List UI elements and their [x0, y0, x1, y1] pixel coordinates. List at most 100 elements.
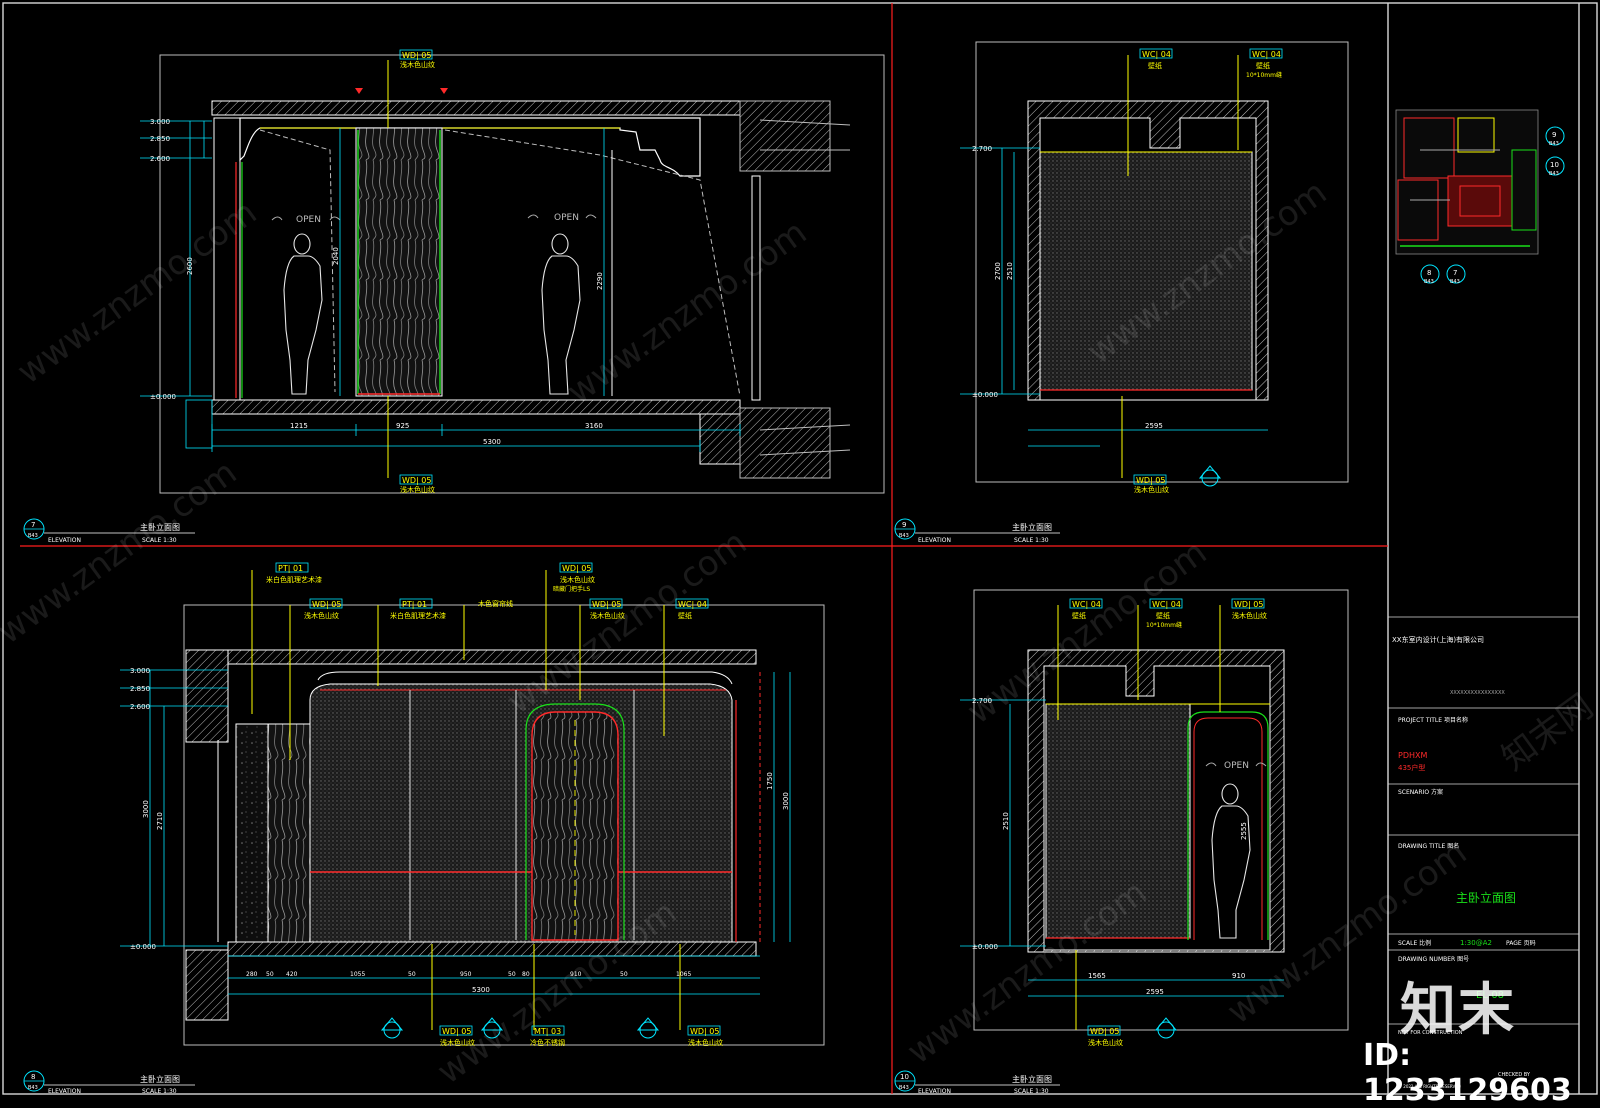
dim-8-b9: 50: [620, 971, 628, 978]
section-marker-10-icon: [1154, 1017, 1178, 1039]
wood-panel-door: [355, 127, 443, 397]
level-2700-p10: 2.700: [972, 697, 992, 705]
panel-8-label: ELEVATION: [48, 1088, 81, 1095]
arched-door-green: [525, 703, 625, 940]
tag-wd05-8e: WD| 05: [690, 1027, 720, 1036]
tag-wc04-10b-desc: 壁纸: [1156, 611, 1170, 620]
page-label: PAGE 页码: [1506, 939, 1536, 947]
wallpaper-field-10: [1045, 703, 1191, 939]
human-figure-left-icon: [283, 233, 323, 395]
panel-9-label: ELEVATION: [918, 537, 951, 544]
panel-7-title: 主卧立面图: [140, 522, 180, 532]
section-flag-icons: [355, 88, 448, 94]
dim-height: 2600: [186, 257, 194, 275]
window-section-top: [739, 100, 851, 172]
elevation-panel-10: OPEN 2.700 ±0.000 2510 2555 1565 910 259…: [894, 589, 1349, 1095]
drawing-number-label: DRAWING NUMBER 图号: [1398, 956, 1469, 963]
tag-box-bottom: [399, 474, 433, 485]
tag-pt01-a: PT| 01: [278, 564, 303, 573]
level-2700: 2.700: [972, 145, 992, 153]
level-2850: 2.850: [150, 135, 170, 143]
dim-bottom-2: 925: [396, 422, 409, 430]
section-markers-8-icon: [380, 1017, 660, 1039]
level-marks-8: 3.000 2.850 2.600 ±0.000: [120, 667, 228, 951]
window-frame: [751, 175, 761, 401]
dim-8-right-1: 1750: [766, 772, 774, 790]
panel-dividers: [20, 3, 1388, 1094]
tag-wd05-8c: WD| 05: [592, 600, 622, 609]
ceiling-slab-8: [227, 649, 757, 665]
drawing-title-label: DRAWING TITLE 图名: [1398, 842, 1459, 850]
dim-8-b0: 280: [246, 971, 258, 978]
vertical-dims-8: [149, 670, 791, 946]
tag-wc04-9b-desc: 壁纸: [1256, 61, 1270, 70]
drawing-title: 主卧立面图: [1456, 890, 1516, 905]
dim-10-total: 2595: [1146, 988, 1164, 996]
tag-door-note: 暗藏门把手LS: [553, 585, 590, 593]
panel-9-frame: [975, 41, 1349, 483]
dim-8-b3: 1055: [350, 971, 365, 978]
tag-wd05-9c: WD| 05: [1136, 476, 1166, 485]
project-name: PDHXM: [1398, 751, 1427, 760]
tag-box-top: [399, 49, 433, 60]
panel-10-ref: B43: [899, 1085, 909, 1091]
dim-9-bottom: 2595: [1145, 422, 1163, 430]
tag-wd05-bottom: WD| 05: [402, 476, 432, 485]
open-label-left: OPEN: [296, 215, 321, 225]
tag-wd05-10b-desc: 浅木色山纹: [1088, 1038, 1123, 1047]
floor-slab-8: [227, 941, 757, 957]
dim-bottom-3: 3160: [585, 422, 603, 430]
tag-wc04-9a: WC| 04: [1142, 50, 1171, 59]
scale-value: 1:30@A2: [1460, 939, 1492, 947]
panel-8-title: 主卧立面图: [140, 1074, 180, 1084]
dim-8-b6: 50: [508, 971, 516, 978]
elevation-panel-8: 3.000 2.850 2.600 ±0.000 3000 2710 1750 …: [23, 562, 825, 1095]
tag-curtain: 木色窗帘线: [478, 599, 513, 608]
tag-mt03-desc: 冷色不锈钢: [530, 1038, 565, 1047]
floor-slab: [211, 399, 741, 415]
tag-box-9c: [1133, 474, 1167, 485]
window-section-8-top: [185, 649, 229, 743]
tag-wd05-10-desc: 浅木色山纹: [1232, 611, 1267, 620]
wallpaper-field: [1039, 151, 1253, 391]
open-label-10: OPEN: [1224, 761, 1249, 771]
floor-step: [699, 413, 741, 465]
dim-8-b1: 50: [266, 971, 274, 978]
dim-8-b2: 420: [286, 971, 298, 978]
level-marks-10: 2.700 ±0.000: [960, 697, 1046, 951]
tag-pt01-b: PT| 01: [402, 600, 427, 609]
panel-7-ref: B43: [28, 533, 38, 539]
tag-wd05-bottom-desc: 浅木色山纹: [400, 485, 435, 494]
tag-wd05-8b: WD| 05: [562, 564, 592, 573]
stone-column: [235, 723, 269, 943]
door-swing-right: [444, 129, 741, 397]
level-marks-9: 2.700 ±0.000: [960, 145, 1040, 399]
key-plan: [1395, 109, 1539, 255]
tag-wc04-8: WC| 04: [678, 600, 707, 609]
nfc-note: NOT FOR CONSTRUCTION: [1398, 1030, 1463, 1036]
tag-wc04-10b: WC| 04: [1152, 600, 1181, 609]
human-figure-10-icon: [1211, 783, 1251, 939]
tag-wd05-top: WD| 05: [402, 51, 432, 60]
dim-8-b10: 1065: [676, 971, 691, 978]
dim-bottom-1: 1215: [290, 422, 308, 430]
tags-bottom-8: WD| 05 浅木色山纹 MT| 03 冷色不锈钢 WD| 05 浅木色山纹: [431, 944, 723, 1047]
elevation-panel-9: 2.700 ±0.000 2700 2510 2595 WC| 04 壁纸 WC…: [894, 41, 1349, 544]
company-name: XX东室内设计(上海)有限公司: [1392, 635, 1484, 644]
open-label-right: OPEN: [554, 213, 579, 223]
level-2850-p8: 2.850: [130, 685, 150, 693]
tag-wd05-8b-desc: 浅木色山纹: [560, 575, 595, 584]
dim-door-height: 2040: [332, 247, 340, 265]
company-sub: XXXXXXXXXXXXXXXX: [1450, 690, 1505, 696]
dim-8-b4: 50: [408, 971, 416, 978]
drawing-number: EL-08: [1476, 990, 1504, 1001]
key-mark-8-ref: B43: [1424, 279, 1434, 285]
tag-box-9b: [1249, 48, 1283, 59]
panel-10-title: 主卧立面图: [1012, 1074, 1052, 1084]
tag-wd05-8e-desc: 浅木色山纹: [688, 1038, 723, 1047]
dim-10-b0: 1565: [1088, 972, 1106, 980]
key-mark-8: 8: [1427, 269, 1431, 277]
